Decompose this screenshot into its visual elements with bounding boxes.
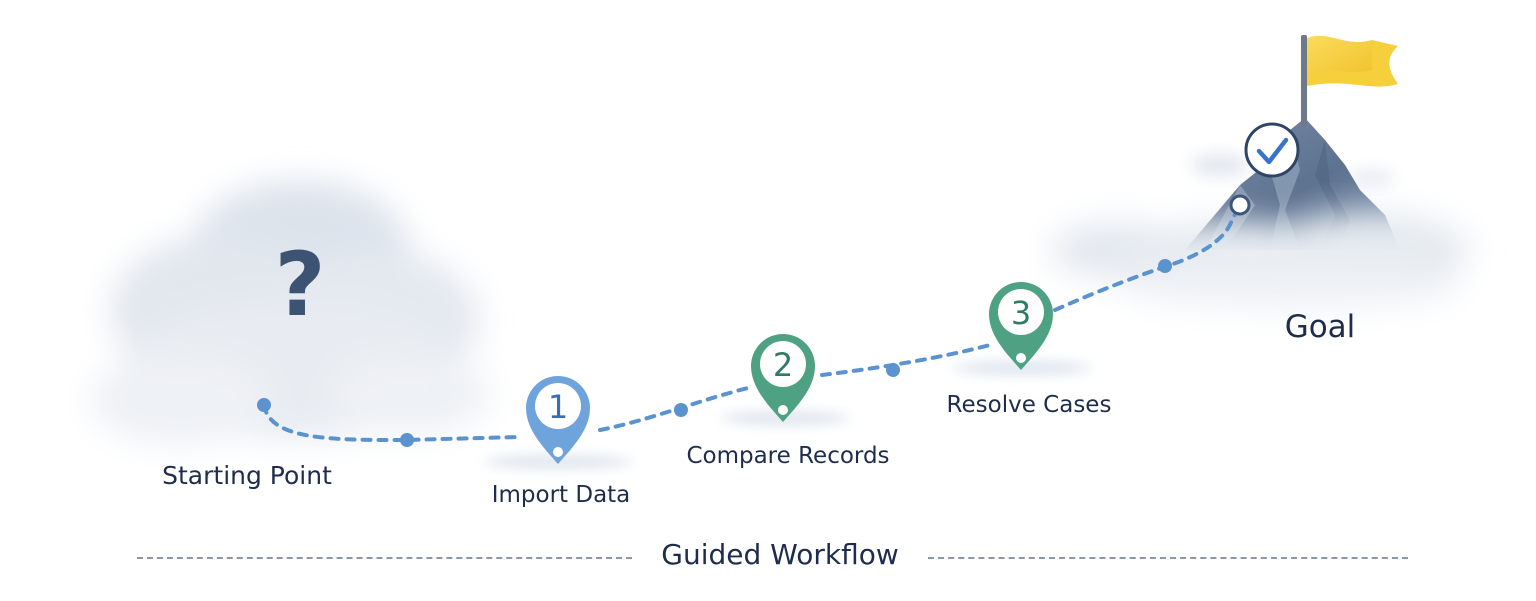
path-dot-goal	[1229, 194, 1251, 216]
goal-label: Goal	[1284, 309, 1356, 345]
step-pin-1: 1	[526, 376, 590, 464]
path-dot-start	[257, 398, 271, 412]
step-pin-2: 2	[751, 334, 815, 422]
path-dot	[886, 363, 900, 377]
footer-divider-left	[137, 557, 632, 559]
goal-flag	[1301, 35, 1398, 127]
step-label-3: Resolve Cases	[946, 392, 1112, 418]
step-number-3: 3	[1011, 294, 1031, 332]
path-dot	[1158, 259, 1172, 273]
workflow-path	[257, 194, 1251, 447]
goal-check-badge	[1244, 122, 1300, 178]
step-number-1: 1	[548, 388, 568, 426]
start-label: Starting Point	[162, 461, 332, 490]
step-pin-3: 3	[989, 282, 1053, 370]
path-dot	[674, 403, 688, 417]
question-mark-icon: ?	[274, 233, 325, 336]
goal-cloud-front	[1050, 212, 1470, 309]
step-number-2: 2	[773, 346, 793, 384]
goal-cloud-back	[1190, 153, 1395, 186]
footer-title: Guided Workflow	[661, 538, 899, 571]
path-dot	[400, 433, 414, 447]
footer-divider-right	[928, 557, 1408, 559]
step-label-1: Import Data	[491, 482, 631, 508]
check-icon	[1256, 137, 1289, 165]
start-cloud	[90, 180, 490, 445]
step-label-2: Compare Records	[686, 443, 890, 469]
